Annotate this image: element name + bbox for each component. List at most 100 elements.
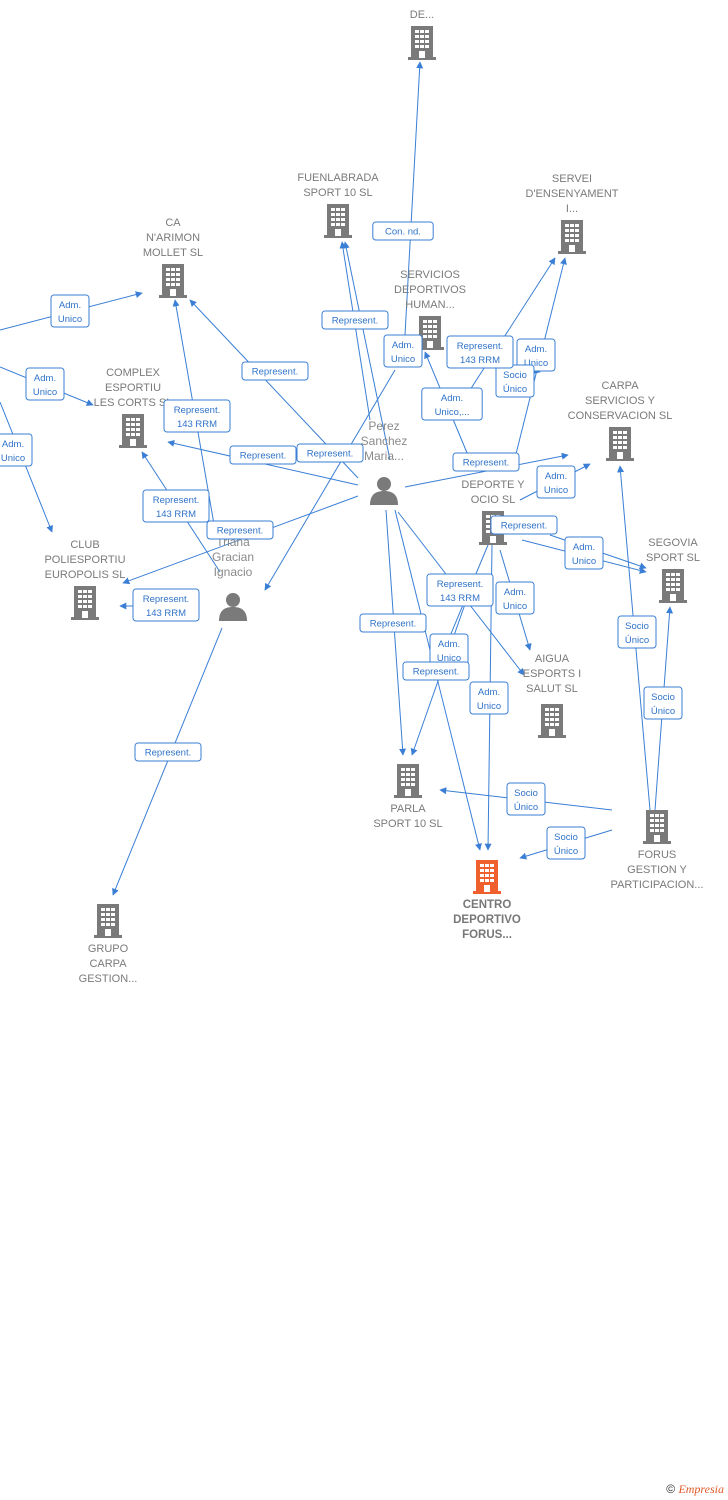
edge-label-text: Adm. xyxy=(478,687,500,698)
edge-label-text: 143 RRM xyxy=(460,355,500,366)
edge-label-text: Represent. xyxy=(217,526,263,537)
edge-label[interactable]: Represent. xyxy=(402,661,470,681)
edge-label[interactable]: Represent. xyxy=(452,452,520,472)
company-label: DEPORTIVOS xyxy=(394,284,466,296)
edge-label[interactable]: Adm.Unico xyxy=(50,294,90,328)
copyright-icon: © xyxy=(666,1482,676,1496)
person-icon[interactable] xyxy=(370,477,398,505)
edge-label[interactable]: Represent.143 RRM xyxy=(446,335,514,369)
company-node-centro[interactable]: CENTRODEPORTIVOFORUS... xyxy=(453,860,521,941)
edge-label-text: Represent. xyxy=(413,667,459,678)
company-node-de[interactable]: DE... xyxy=(408,9,436,60)
edge-label-box xyxy=(506,782,546,816)
edge-label[interactable]: Adm.Unico xyxy=(536,465,576,499)
edge-label[interactable]: Adm.Unico xyxy=(495,581,535,615)
edge-label-text: 143 RRM xyxy=(440,593,480,604)
edge-label-text: Adm. xyxy=(441,393,463,404)
building-icon[interactable] xyxy=(558,220,586,254)
company-label: OCIO SL xyxy=(471,494,516,506)
company-label: GRUPO xyxy=(88,943,129,955)
edge-label[interactable]: Represent.143 RRM xyxy=(426,573,494,607)
building-icon[interactable] xyxy=(659,569,687,603)
edge-label[interactable]: Adm.Unico xyxy=(25,367,65,401)
edge-label-box xyxy=(446,335,514,369)
company-label: PARTICIPACION... xyxy=(611,879,704,891)
building-icon[interactable] xyxy=(606,427,634,461)
edge-label[interactable]: Represent.143 RRM xyxy=(132,588,200,622)
person-node-perez[interactable]: PerezSanchezMaria... xyxy=(361,419,408,505)
edge-label-box xyxy=(490,515,558,535)
edge-label-text: Adm. xyxy=(504,587,526,598)
building-icon[interactable] xyxy=(538,704,566,738)
company-node-servicios_dep[interactable]: SERVICIOS DEPORTIVOS HUMAN... xyxy=(394,269,466,350)
edge-label[interactable]: Represent.143 RRM xyxy=(142,489,210,523)
edge-label[interactable]: Adm.Unico xyxy=(0,433,33,467)
edge-label-text: Unico xyxy=(524,358,548,369)
edge-label-text: Represent. xyxy=(153,495,199,506)
edge-label-box xyxy=(516,338,556,372)
company-label: POLIESPORTIU xyxy=(44,554,125,566)
edge-label-text: Represent. xyxy=(174,405,220,416)
edge-label[interactable]: Con. nd. xyxy=(372,221,434,241)
edge-label-box xyxy=(372,221,434,241)
edge-label-text: Socio xyxy=(514,788,538,799)
edge-label[interactable]: Represent. xyxy=(490,515,558,535)
company-node-grupo_carpa[interactable]: GRUPOCARPAGESTION... xyxy=(79,904,138,985)
edge-label-text: Socio xyxy=(625,621,649,632)
edge-label-text: Unico xyxy=(33,387,57,398)
edge-label-text: Represent. xyxy=(252,367,298,378)
edge-label-text: Unico xyxy=(544,485,568,496)
building-icon[interactable] xyxy=(643,810,671,844)
edge-label[interactable]: Represent. xyxy=(359,613,427,633)
building-icon[interactable] xyxy=(94,904,122,938)
edge-label-text: Unico xyxy=(1,453,25,464)
building-icon[interactable] xyxy=(71,586,99,620)
edge-label[interactable]: Represent. xyxy=(134,742,202,762)
edge-label[interactable]: Represent. xyxy=(296,443,364,463)
edge-label-text: Unico xyxy=(572,556,596,567)
edge-label[interactable]: Represent.143 RRM xyxy=(163,399,231,433)
edge-label[interactable]: Adm.Unico,... xyxy=(421,387,483,421)
edge-label-text: Único xyxy=(503,384,527,395)
edge-label[interactable]: Represent. xyxy=(229,445,297,465)
company-label: SERVICIOS xyxy=(400,269,460,281)
building-icon[interactable] xyxy=(408,26,436,60)
edge-label[interactable]: Adm.Unico xyxy=(469,681,509,715)
building-icon[interactable] xyxy=(324,204,352,238)
person-icon[interactable] xyxy=(219,593,247,621)
edge-label[interactable]: Represent. xyxy=(241,361,309,381)
edge-label[interactable]: Adm.Unico xyxy=(383,334,423,368)
edge-labels-layer: Con. nd.Adm.UnicoAdm.UnicoAdm.UnicoRepre… xyxy=(0,221,683,860)
building-icon[interactable] xyxy=(473,860,501,894)
edge-label[interactable]: Represent. xyxy=(321,310,389,330)
edge-label[interactable]: Represent. xyxy=(206,520,274,540)
edge-label-text: Unico xyxy=(58,314,82,325)
edge-label[interactable]: Adm.Unico xyxy=(564,536,604,570)
building-icon[interactable] xyxy=(119,414,147,448)
building-icon[interactable] xyxy=(159,264,187,298)
edge-label[interactable]: Adm.Unico xyxy=(516,338,556,372)
company-label: CA xyxy=(165,217,181,229)
company-label: SERVICIOS Y xyxy=(585,395,656,407)
edge-label[interactable]: Adm.Unico xyxy=(429,633,469,667)
building-icon[interactable] xyxy=(394,764,422,798)
edge-label-box xyxy=(546,826,586,860)
company-node-servei[interactable]: SERVEID'ENSENYAMENTI... xyxy=(526,173,619,254)
company-label: HUMAN... xyxy=(405,299,455,311)
